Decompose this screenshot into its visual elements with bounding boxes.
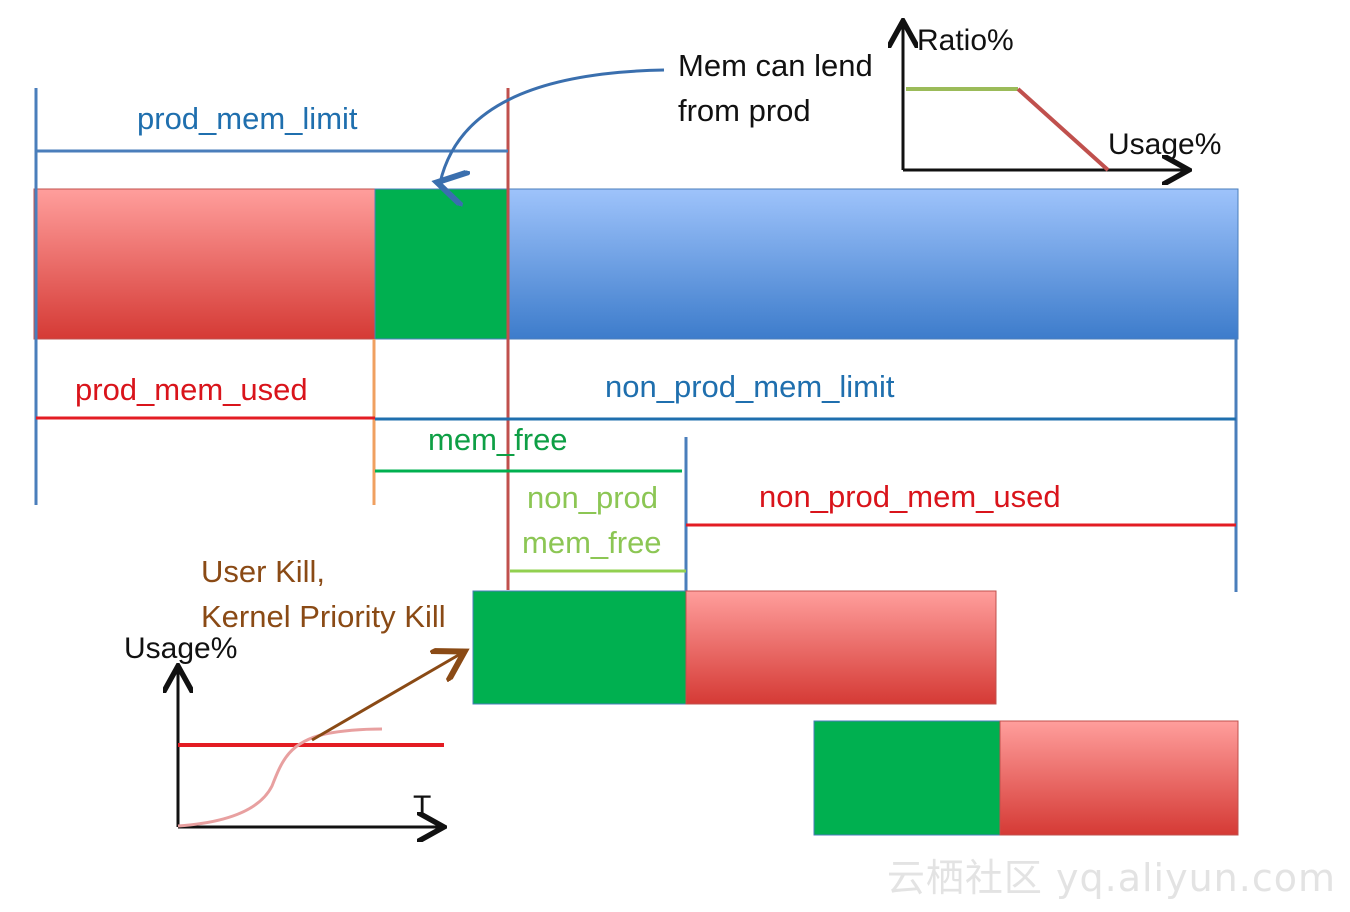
ratio-axis-label: Ratio% — [917, 24, 1014, 57]
bottom-free-block — [813, 720, 1001, 836]
time-axis-label: T — [413, 790, 432, 823]
usage-curve — [177, 727, 383, 828]
mid-free-block — [472, 590, 687, 705]
kill-annotation-line2: Kernel Priority Kill — [201, 599, 446, 634]
lend-annotation-line2: from prod — [678, 93, 811, 128]
non-prod-block — [507, 188, 1239, 340]
non-prod-mem-free-label-line1: non_prod — [527, 480, 659, 515]
non-prod-mem-free-label-line2: mem_free — [522, 525, 662, 560]
non-prod-mem-limit-label: non_prod_mem_limit — [605, 369, 895, 404]
watermark: 云栖社区 yq.aliyun.com — [886, 856, 1336, 900]
lendable-mem-block — [374, 188, 509, 340]
prod-used-block — [33, 188, 376, 340]
mid-used-block — [685, 590, 997, 705]
kill-arrow — [311, 653, 462, 742]
usage-axis-label-top: Usage% — [1108, 128, 1222, 161]
ratio-decline-segment — [1016, 87, 1110, 172]
bottom-used-block — [999, 720, 1239, 836]
lend-annotation-line1: Mem can lend — [678, 48, 873, 83]
usage-axis-label-bottom: Usage% — [124, 632, 238, 665]
lend-arrow — [440, 68, 665, 183]
prod-mem-limit-label: prod_mem_limit — [137, 101, 358, 136]
non-prod-mem-used-label: non_prod_mem_used — [759, 479, 1061, 514]
mem-free-label: mem_free — [428, 422, 568, 457]
kill-annotation-line1: User Kill, — [201, 554, 326, 589]
prod-mem-used-label: prod_mem_used — [75, 372, 308, 407]
